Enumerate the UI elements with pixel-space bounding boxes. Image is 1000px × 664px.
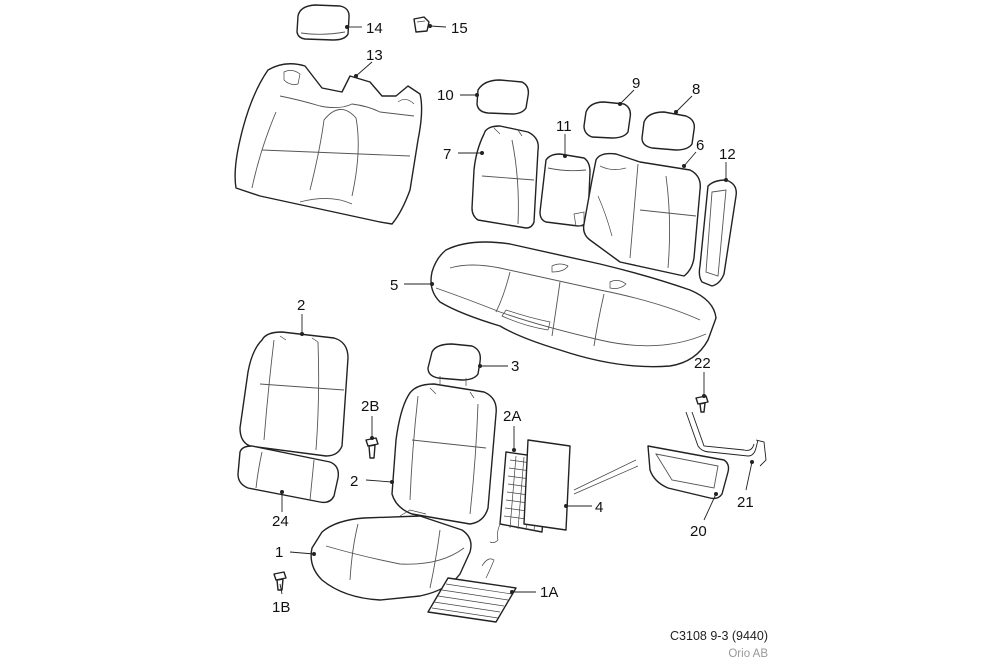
part-9-headrest	[583, 101, 632, 139]
callout-2-left: 2	[350, 473, 358, 490]
part-10-headrest	[476, 79, 530, 115]
callout-13: 13	[366, 47, 383, 64]
callout-11: 11	[556, 118, 572, 135]
callout-10: 10	[437, 87, 454, 104]
callout-8: 8	[692, 81, 700, 98]
callout-7: 7	[443, 146, 451, 163]
part-1A-heating-pad	[427, 558, 517, 623]
part-7-rear-backrest-left	[471, 125, 539, 229]
part-4-back-panel	[523, 439, 639, 531]
brand-mark: Orio AB	[728, 648, 768, 660]
callout-4: 4	[595, 499, 603, 516]
part-2B-fastener	[365, 437, 379, 459]
callout-20: 20	[690, 523, 707, 540]
part-20-panel	[647, 445, 730, 500]
part-14-headrest	[296, 4, 350, 41]
callout-21: 21	[737, 494, 754, 511]
part-22-screw	[695, 395, 709, 413]
part-13-rear-backrest-cover	[234, 63, 423, 225]
callout-15: 15	[451, 20, 468, 37]
part-24-cushion-panel	[237, 445, 340, 504]
part-6-rear-backrest-right	[582, 152, 701, 277]
callout-6: 6	[696, 137, 704, 154]
part-2-backrest-assembly	[391, 383, 497, 525]
part-3-headrest	[427, 343, 482, 386]
callout-2A: 2A	[503, 408, 521, 425]
part-12-side-bolster	[698, 179, 737, 287]
part-15-clip	[413, 16, 430, 33]
callout-2-top: 2	[297, 297, 305, 314]
callout-1A: 1A	[540, 584, 558, 601]
leader-lines	[279, 24, 754, 595]
part-1B-fastener	[273, 571, 287, 591]
diagram-code: C3108 9-3 (9440)	[670, 629, 768, 643]
callout-5: 5	[390, 277, 398, 294]
callout-14: 14	[366, 20, 383, 37]
callout-labels: 14 15 13 10 9 8 11 7 6 12 5 2 3 2B 2A 2 …	[272, 20, 754, 616]
callout-12: 12	[719, 146, 736, 163]
callout-1: 1	[275, 544, 283, 561]
callout-2B: 2B	[361, 398, 379, 415]
part-11-center-armrest	[539, 153, 591, 227]
callout-24: 24	[272, 513, 289, 530]
part-5-rear-seat-cushion	[430, 241, 717, 368]
footer: C3108 9-3 (9440) Orio AB	[670, 629, 768, 660]
part-1-seat-cushion	[310, 509, 472, 601]
callout-3: 3	[511, 358, 519, 375]
part-2-backrest-cover-top	[239, 331, 349, 457]
part-21-frame-wire	[685, 411, 767, 467]
part-8-headrest	[641, 111, 696, 151]
callout-1B: 1B	[272, 599, 290, 616]
callout-22: 22	[694, 355, 711, 372]
callout-9: 9	[632, 75, 640, 92]
